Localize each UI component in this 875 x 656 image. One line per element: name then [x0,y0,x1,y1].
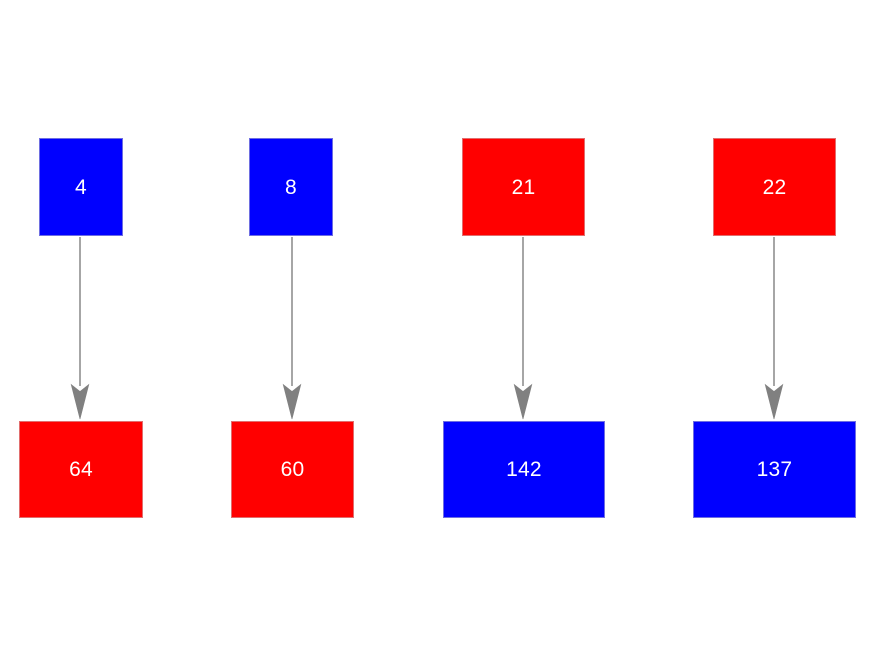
node-label: 8 [285,175,297,199]
arrowhead-icon [282,383,302,420]
graph-node-21[interactable]: 21 [462,138,585,236]
graph-node-64[interactable]: 64 [19,421,143,518]
graph-node-4[interactable]: 4 [39,138,123,236]
edge-4-to-64[interactable] [70,237,90,420]
graph-node-137[interactable]: 137 [693,421,856,518]
graph-node-8[interactable]: 8 [249,138,333,236]
arrowhead-icon [70,383,90,420]
edge-8-to-60[interactable] [282,237,302,420]
node-label: 60 [280,458,305,481]
node-label: 142 [506,458,542,481]
node-label: 4 [75,175,87,199]
node-label: 22 [762,175,787,199]
node-label: 21 [511,175,536,199]
edge-22-to-137[interactable] [764,237,784,420]
graph-node-60[interactable]: 60 [231,421,354,518]
edge-21-to-142[interactable] [513,237,533,420]
node-label: 64 [69,458,93,481]
graph-node-22[interactable]: 22 [713,138,836,236]
node-label: 137 [756,458,793,481]
graph-node-142[interactable]: 142 [443,421,605,518]
arrowhead-icon [513,383,533,420]
arrowhead-icon [764,383,784,420]
